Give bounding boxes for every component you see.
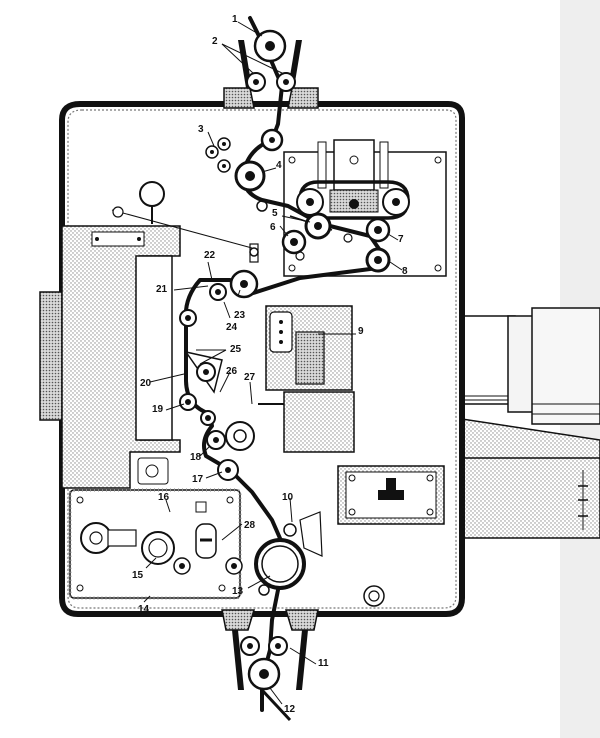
callout-17: 17	[192, 474, 204, 485]
callout-10: 10	[282, 492, 294, 503]
callout-21: 21	[156, 284, 168, 295]
callout-26: 26	[226, 366, 238, 377]
sound-drum	[254, 511, 323, 596]
callout-27: 27	[244, 372, 256, 383]
callout-8: 8	[402, 266, 408, 277]
leader-lines	[143, 21, 403, 705]
callout-7: 7	[398, 234, 404, 245]
callout-19: 19	[152, 404, 164, 415]
upper-sprocket	[234, 128, 284, 192]
callout-12: 12	[284, 704, 296, 715]
lamp-block	[258, 305, 355, 453]
callout-3: 3	[198, 124, 204, 135]
callout-4: 4	[276, 160, 282, 171]
callout-labels: 1 2 3 4 5 6 7 8 9 10 11 12 13 14 15 16 1…	[132, 14, 408, 715]
upper-drive-plate	[283, 139, 447, 277]
callout-6: 6	[270, 222, 276, 233]
lower-control-panel	[68, 488, 243, 600]
callout-16: 16	[158, 492, 170, 503]
callout-22: 22	[204, 250, 216, 261]
pulley-group-5-8	[281, 212, 391, 273]
callout-18: 18	[190, 452, 202, 463]
callout-23: 23	[234, 310, 246, 321]
callout-5: 5	[272, 208, 278, 219]
framing-knob	[111, 181, 253, 249]
callout-14: 14	[138, 604, 150, 615]
callout-9: 9	[358, 326, 364, 337]
feed-reel-roller	[253, 29, 287, 63]
callout-1: 1	[232, 14, 238, 25]
upper-guide-rollers	[246, 72, 296, 92]
gate-assembly	[61, 225, 181, 489]
callout-11: 11	[318, 658, 329, 669]
lower-film-trap	[221, 609, 319, 690]
callout-24: 24	[226, 322, 238, 333]
callout-28: 28	[244, 520, 256, 531]
callout-15: 15	[132, 570, 144, 581]
callout-20: 20	[140, 378, 152, 389]
side-handle	[39, 291, 63, 421]
callout-2: 2	[212, 36, 218, 47]
callout-25: 25	[230, 344, 242, 355]
access-plate	[337, 465, 445, 607]
intermittent-rollers	[179, 243, 259, 481]
film-exit	[260, 688, 292, 722]
lower-guide-rollers	[240, 636, 288, 691]
pad-roller-3	[205, 137, 268, 212]
callout-13: 13	[232, 586, 244, 597]
